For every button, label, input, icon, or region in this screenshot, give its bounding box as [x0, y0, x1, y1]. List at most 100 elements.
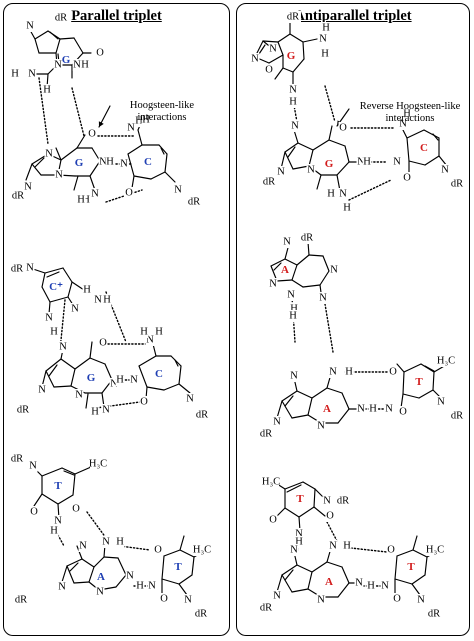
- bond-line: [85, 393, 89, 409]
- atom-label-o: O: [403, 173, 411, 184]
- atom-mask: [141, 114, 151, 126]
- atom-label-h: H: [91, 407, 99, 418]
- atom-mask: [286, 289, 296, 301]
- atom-label-n: N: [317, 421, 325, 432]
- bond-line: [45, 358, 62, 372]
- bond-line: [138, 355, 157, 367]
- atom-label-dr: dR: [260, 429, 272, 440]
- atom-label-dr: dR: [11, 454, 23, 465]
- atom-label-h: H: [116, 537, 124, 548]
- atom-label-o: O: [72, 504, 80, 515]
- atom-label-dr: dR: [451, 411, 463, 422]
- atom-label-n: N: [287, 290, 295, 301]
- atom-mask: [58, 341, 68, 353]
- bond-line: [322, 255, 330, 272]
- atom-mask: [356, 156, 366, 168]
- bond-line: [179, 549, 195, 558]
- atom-label-n: N: [290, 545, 298, 556]
- bond-line: [34, 30, 49, 40]
- bond-line: [402, 371, 405, 395]
- atom-mask: [28, 460, 38, 472]
- atom-label-h: H: [77, 195, 85, 206]
- bond-line: [89, 160, 101, 177]
- atom-label-h: H: [290, 304, 298, 315]
- bond-line: [53, 385, 72, 388]
- bond-line: [297, 142, 314, 151]
- bond-line: [316, 174, 322, 190]
- atom-mask: [316, 420, 326, 432]
- bond-line: [163, 549, 181, 557]
- atom-mask: [398, 118, 408, 130]
- atom-mask: [49, 326, 59, 338]
- atom-mask: [44, 148, 54, 160]
- atom-mask: [427, 544, 443, 556]
- bond-line: [326, 561, 343, 568]
- hydrogen-bond: [105, 189, 143, 203]
- bond-line: [337, 408, 350, 424]
- atom-label-o: O: [393, 594, 401, 605]
- atom-label-ch3: H₃C: [426, 545, 444, 556]
- atom-label-h: H: [289, 311, 297, 322]
- bond-line: [284, 142, 299, 153]
- atom-mask: [338, 188, 348, 200]
- atom-label-o: O: [140, 397, 148, 408]
- atom-label-n: N: [29, 461, 37, 472]
- atom-label-n: N: [319, 34, 327, 45]
- atom-label-h: H: [50, 526, 58, 537]
- bond-line: [41, 493, 59, 505]
- bond-line: [76, 545, 83, 560]
- atom-mask: [98, 156, 108, 168]
- atom-label-n: N: [126, 571, 134, 582]
- bond-line: [284, 258, 298, 266]
- atom-mask: [316, 594, 326, 606]
- atom-label-n: N: [417, 595, 425, 606]
- atom-mask: [194, 544, 210, 556]
- atom-label-dr: dR: [260, 603, 272, 614]
- bond-line: [44, 267, 64, 274]
- bond-line: [62, 267, 73, 283]
- atom-label-dr: dR: [337, 496, 349, 507]
- bond-line: [424, 556, 428, 576]
- atom-mask: [145, 334, 155, 346]
- atom-label-dr: dR: [195, 609, 207, 620]
- base-label-t: T: [54, 480, 62, 492]
- atom-mask: [338, 122, 348, 134]
- bond-line: [70, 368, 76, 387]
- bond-line: [93, 556, 105, 568]
- atom-mask: [10, 190, 26, 202]
- atom-label-n: N: [102, 537, 110, 548]
- atom-mask: [37, 384, 47, 396]
- atom-mask: [139, 326, 149, 338]
- atom-mask: [342, 202, 352, 214]
- bond-line: [292, 165, 310, 170]
- atom-label-o: O: [389, 367, 397, 378]
- atom-mask: [294, 536, 304, 548]
- atom-mask: [318, 292, 328, 304]
- atom-mask: [320, 48, 330, 60]
- atom-mask: [183, 594, 193, 606]
- atom-mask: [289, 370, 299, 382]
- base-label-a: A: [323, 403, 331, 415]
- atom-label-h: H: [289, 97, 297, 108]
- atom-mask: [268, 514, 278, 526]
- atom-mask: [402, 108, 412, 120]
- bond-line: [61, 565, 68, 583]
- atom-mask: [386, 544, 396, 556]
- bond-line: [276, 279, 293, 282]
- atom-label-n: N: [55, 170, 63, 181]
- bond-line: [41, 272, 46, 288]
- hydrogen-bond: [350, 547, 388, 553]
- bond-line: [274, 67, 284, 80]
- bond-line: [281, 564, 298, 576]
- atom-label-o: O: [30, 507, 38, 518]
- atom-label-n: N: [317, 595, 325, 606]
- atom-label-dr: dR: [12, 191, 24, 202]
- bond-line: [328, 139, 346, 147]
- atom-mask: [154, 326, 164, 338]
- atom-label-n: N: [102, 405, 110, 416]
- bond-line: [277, 41, 284, 56]
- bond-line: [284, 151, 294, 170]
- atom-mask: [44, 312, 54, 324]
- atom-mask: [193, 608, 209, 620]
